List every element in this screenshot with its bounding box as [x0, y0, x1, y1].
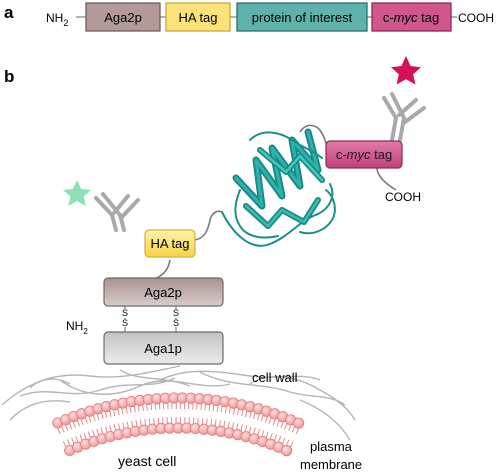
aga1p-box: Aga1p — [103, 331, 224, 365]
anti-ha-antibody — [94, 192, 140, 232]
n-terminus-label: NH2 — [46, 11, 68, 28]
svg-text:HA tag: HA tag — [150, 236, 189, 251]
svg-text:protein of interest: protein of interest — [252, 10, 353, 25]
panel-b: b — [1, 56, 426, 472]
segment-c-myc-tag: c-myc tag — [371, 2, 452, 32]
svg-text:c-myc tag: c-myc tag — [336, 147, 392, 162]
yeast-cell-label: yeast cell — [118, 453, 176, 469]
segment-aga2p: Aga2p — [85, 2, 161, 32]
panel-b-label: b — [4, 67, 14, 86]
svg-text:Aga2p: Aga2p — [144, 285, 182, 300]
cell-wall-fibers — [1, 365, 356, 441]
cell-wall-label: cell wall — [252, 370, 298, 385]
lipid-head — [293, 417, 305, 429]
svg-text:Aga2p: Aga2p — [104, 10, 142, 25]
panel-a-label: a — [4, 3, 14, 22]
green-star-icon — [63, 180, 91, 206]
svg-text:S: S — [122, 308, 128, 318]
svg-text:Aga1p: Aga1p — [144, 341, 182, 356]
svg-text:S: S — [173, 308, 179, 318]
c-myc-tag-box: c-myc tag — [325, 140, 403, 169]
linker-myc-cooh — [376, 165, 397, 191]
segment-ha-tag: HA tag — [165, 2, 231, 32]
anti-myc-antibody — [382, 92, 426, 142]
red-star-icon — [391, 56, 421, 85]
aga2p-box: Aga2p — [103, 277, 224, 307]
plasma-membrane-bilayer — [52, 392, 305, 457]
svg-text:S: S — [122, 318, 128, 328]
svg-text:HA tag: HA tag — [178, 10, 217, 25]
linker-ha-protein — [194, 210, 223, 241]
linker-protein-myc — [299, 124, 328, 149]
plasma-label: plasma — [310, 439, 353, 454]
c-terminus-label: COOH — [458, 11, 494, 25]
cooh-label: COOH — [385, 190, 421, 204]
svg-text:c-myc tag: c-myc tag — [383, 10, 439, 25]
disulfide-bonds: S S S S — [122, 306, 179, 332]
membrane-label: membrane — [300, 457, 362, 472]
lipid-head — [281, 445, 293, 457]
segment-protein-of-interest: protein of interest — [236, 2, 368, 32]
nh2-label: NH2 — [66, 319, 88, 336]
svg-text:S: S — [173, 318, 179, 328]
ha-tag-box: HA tag — [144, 229, 196, 258]
panel-a: a NH2 Aga2p HA tag protein of interest c… — [4, 2, 494, 32]
protein-of-interest-structure — [221, 128, 336, 247]
